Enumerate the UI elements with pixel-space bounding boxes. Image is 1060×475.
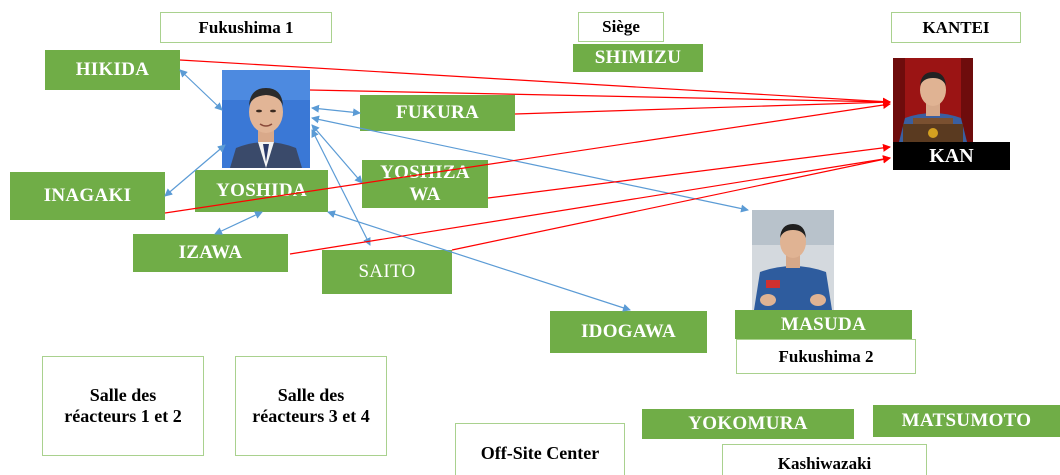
person-izawa: IZAWA	[133, 234, 288, 272]
masuda-portrait	[752, 210, 834, 310]
yoshida-portrait	[222, 70, 310, 168]
location-kashiwazaki: Kashiwazaki	[722, 444, 927, 475]
link-yoshida-izawa	[214, 211, 263, 235]
link-inagaki-kan	[164, 101, 891, 214]
link-yoshizawa-kan	[487, 143, 891, 199]
link-izawa-kan	[289, 155, 891, 255]
location-offsite-center: Off-Site Center	[455, 423, 625, 475]
person-idogawa: IDOGAWA	[550, 311, 707, 353]
location-fukushima2: Fukushima 2	[736, 339, 916, 374]
location-salle-reacteurs-1-2: Salle des réacteurs 1 et 2	[42, 356, 204, 456]
person-masuda: MASUDA	[735, 310, 912, 339]
kan-portrait	[893, 58, 973, 142]
link-yoshida-idogawa	[327, 210, 631, 312]
link-yoshida-inagaki	[164, 144, 226, 197]
location-salle-reacteurs-3-4: Salle des réacteurs 3 et 4	[235, 356, 387, 456]
link-yoshida-fukura	[311, 104, 361, 117]
person-inagaki: INAGAKI	[10, 172, 165, 220]
location-fukushima1: Fukushima 1	[160, 12, 332, 43]
person-matsumoto: MATSUMOTO	[873, 405, 1060, 437]
person-yokomura: YOKOMURA	[642, 409, 854, 439]
location-kantei: KANTEI	[891, 12, 1021, 43]
location-siege: Siège	[578, 12, 664, 42]
link-saito-kan	[451, 155, 891, 251]
link-yoshida-yoshizawa	[311, 124, 363, 184]
person-shimizu: SHIMIZU	[573, 44, 703, 72]
person-hikida: HIKIDA	[45, 50, 180, 90]
link-yoshida-masuda	[311, 115, 749, 213]
person-kan: KAN	[893, 142, 1010, 170]
link-yoshida-saito	[311, 129, 371, 246]
link-hikida-kan	[179, 59, 891, 106]
link-hikida-yoshida	[179, 69, 223, 111]
link-yoshida-kan	[309, 89, 891, 106]
link-fukura-kan	[514, 98, 891, 115]
